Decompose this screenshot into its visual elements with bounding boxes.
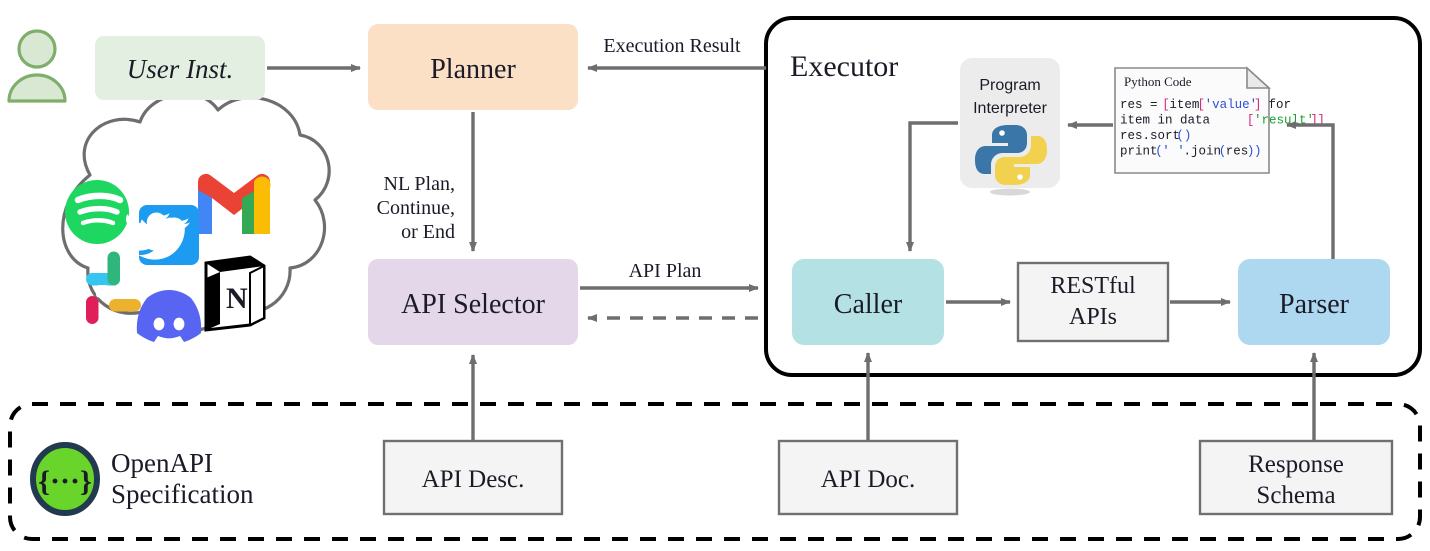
caller-node[interactable]: Caller — [792, 259, 944, 345]
edge-label-api-plan: API Plan — [629, 260, 702, 282]
openapi-label-line2: Specification — [111, 479, 254, 509]
code-line: res.sort() — [1120, 129, 1191, 143]
user-inst-node[interactable]: User Inst. — [95, 36, 265, 100]
edge-parser-code — [1286, 121, 1335, 259]
api-doc-node[interactable]: API Doc. — [777, 439, 959, 516]
code-line: res = [item['value'] for — [1120, 98, 1291, 112]
openapi-logo-icon: {···} — [30, 442, 100, 516]
twitter-icon — [124, 205, 199, 265]
openapi-spec-label: OpenAPI Specification — [111, 448, 254, 509]
edge-label-nl-plan-3: or End — [401, 221, 455, 243]
user-inst-label: User Inst. — [127, 54, 234, 84]
gmail-icon — [197, 173, 271, 234]
discord-icon — [136, 290, 202, 342]
restful-apis-node[interactable]: RESTful APIs — [1016, 261, 1170, 343]
restful-apis-label-line1: RESTful — [1050, 273, 1136, 299]
api-selector-node[interactable]: API Selector — [368, 259, 578, 345]
openapi-spec-container — [8, 402, 1422, 541]
planner-label: Planner — [430, 54, 516, 85]
executor-label: Executor — [790, 50, 898, 83]
edge-label-nl-plan-2: Continue, — [377, 197, 455, 219]
svg-text:{···}: {···} — [38, 465, 92, 498]
program-interpreter-node[interactable]: Program Interpreter — [960, 58, 1060, 196]
python-logo-icon — [975, 125, 1047, 196]
response-schema-label-line1: Response — [1248, 451, 1344, 478]
edges — [267, 64, 1335, 441]
svg-text:N: N — [226, 282, 248, 315]
api-doc-label: API Doc. — [821, 466, 915, 493]
spotify-icon — [65, 180, 129, 244]
api-desc-node[interactable]: API Desc. — [382, 439, 564, 516]
response-schema-node[interactable]: Response Schema — [1198, 439, 1394, 516]
edge-interpreter-caller — [906, 121, 958, 252]
notion-icon: N — [204, 255, 266, 332]
planner-node[interactable]: Planner — [368, 24, 578, 110]
api-selector-label: API Selector — [401, 289, 546, 320]
program-interpreter-label-line1: Program — [979, 77, 1040, 94]
parser-node[interactable]: Parser — [1238, 259, 1390, 345]
program-interpreter-label-line2: Interpreter — [973, 100, 1047, 117]
openapi-label-line1: OpenAPI — [111, 448, 213, 478]
response-schema-label-line2: Schema — [1256, 482, 1335, 509]
edge-label-execution-result: Execution Result — [603, 35, 741, 57]
edge-label-nl-plan-1: NL Plan, — [384, 173, 455, 195]
user-avatar-icon — [7, 29, 67, 103]
restful-apis-label-line2: APIs — [1069, 304, 1117, 330]
api-desc-label: API Desc. — [422, 466, 525, 493]
parser-label: Parser — [1279, 289, 1350, 320]
caller-label: Caller — [834, 289, 903, 320]
python-code-title: Python Code — [1124, 74, 1192, 89]
code-line: print(' '.join(res)) — [1120, 145, 1261, 159]
slack-icon — [86, 251, 141, 324]
